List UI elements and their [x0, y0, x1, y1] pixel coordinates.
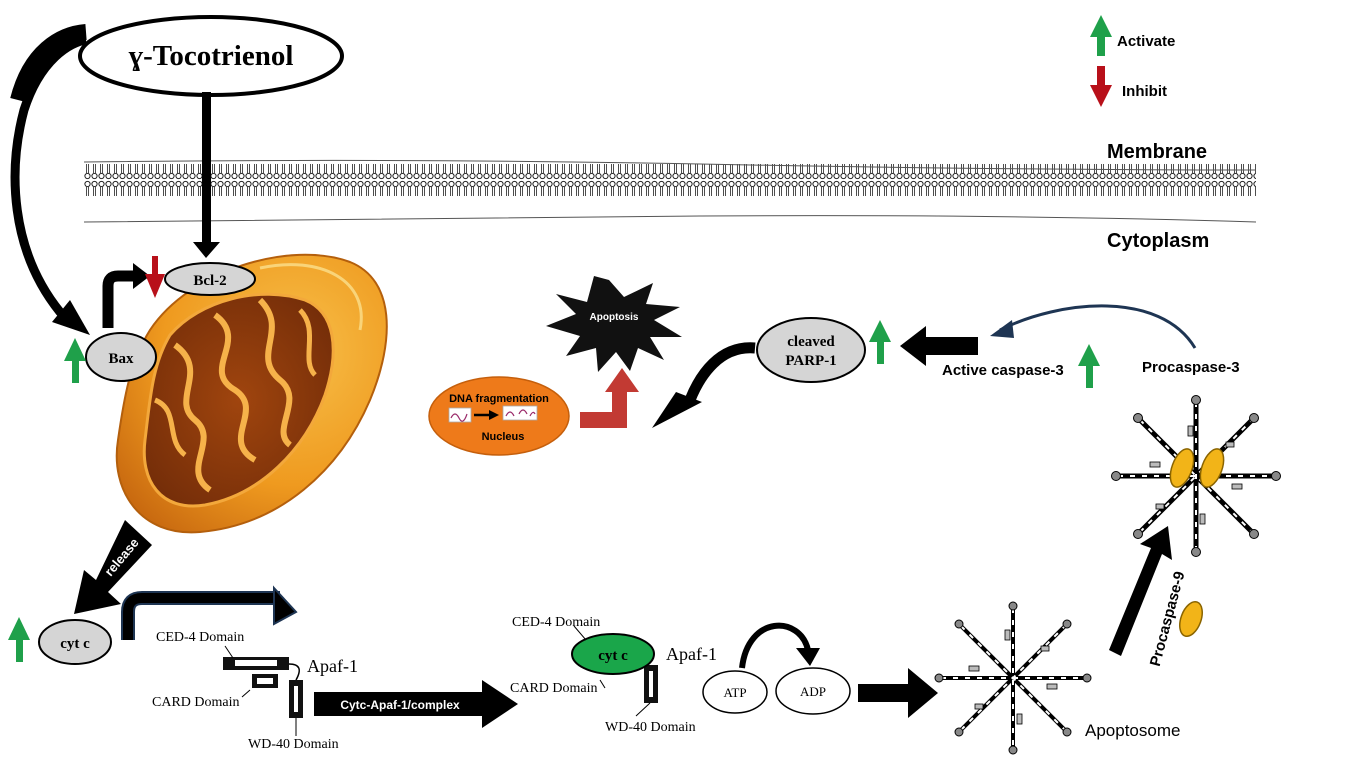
cytoplasm-label: Cytoplasm: [1107, 230, 1209, 252]
card-domain-label: CARD Domain: [152, 695, 240, 710]
dna-fragmentation-label: DNA fragmentation: [449, 393, 549, 405]
atp-node: ATP: [702, 670, 768, 714]
bax-node: Bax: [85, 332, 157, 382]
wd40-domain-label: WD-40 Domain: [248, 737, 339, 752]
procaspase9-molecule-icon: [1179, 600, 1203, 638]
legend-inhibit-icon: [1090, 66, 1112, 107]
atp-label: ATP: [723, 685, 746, 700]
legend-activate-icon: [1090, 15, 1112, 56]
adp-node: ADP: [775, 667, 851, 715]
cell-membrane: [83, 159, 1257, 223]
bax-to-bcl2-arrow: [102, 263, 150, 328]
complex-card-label: CARD Domain: [510, 681, 598, 696]
complex-formation-arrow: Cytc-Apaf-1/complex: [314, 680, 518, 728]
nucleus-node: DNA fragmentation Nucleus: [428, 376, 570, 456]
mitochondrion: [115, 253, 388, 534]
complex-arrow-label: Cytc-Apaf-1/complex: [340, 698, 460, 712]
legend: Activate Inhibit: [1090, 15, 1175, 107]
tocotrienol-to-bax-arrow: [10, 35, 87, 322]
apaf1-structure: Apaf-1 CED-4 Domain CARD Domain WD-40 Do…: [152, 630, 358, 752]
parp-to-nucleus-arrow: [652, 342, 756, 428]
legend-activate-label: Activate: [1117, 33, 1175, 50]
active-caspase3-activate-arrow-icon: [1078, 344, 1100, 388]
cytc-to-apaf-arrow: [121, 585, 298, 640]
to-apoptosome-arrow: [858, 668, 938, 718]
nucleus-to-apoptosis-arrow: [580, 368, 639, 428]
apoptosome-with-caspase9: [1111, 395, 1281, 557]
procaspase3-label: Procaspase-3: [1142, 359, 1240, 376]
complex-cytc-label: cyt c: [598, 648, 628, 664]
ced4-domain-label: CED-4 Domain: [156, 630, 244, 645]
complex-apaf1-label: Apaf-1: [666, 644, 717, 664]
bcl2-label: Bcl-2: [193, 273, 226, 289]
cleaved-parp1-line1: cleaved: [787, 334, 835, 350]
procaspase9-arrow: Procaspase-9: [1109, 526, 1188, 668]
tocotrienol-node: ɣ-Tocotrienol: [78, 15, 344, 97]
complex-wd40-label: WD-40 Domain: [605, 720, 696, 735]
apaf1-label: Apaf-1: [307, 656, 358, 676]
atp-to-adp-arrow: [739, 622, 820, 669]
adp-label: ADP: [800, 684, 826, 699]
apoptosis-burst: Apoptosis: [546, 276, 682, 372]
bax-activate-arrow-icon: [64, 338, 86, 383]
apoptosome-label: Apoptosome: [1085, 721, 1180, 740]
procaspase3-to-active-arrow: [990, 304, 1197, 349]
tocotrienol-to-bcl2-arrow: [193, 92, 220, 258]
cleaved-parp1-line2: PARP-1: [785, 353, 836, 369]
apoptosome-small: [934, 601, 1092, 755]
cytc-node: cyt c: [38, 619, 112, 665]
membrane-label: Membrane: [1107, 141, 1207, 163]
complex-ced4-label: CED-4 Domain: [512, 615, 600, 630]
parp1-activate-arrow-icon: [869, 320, 891, 364]
nucleus-label: Nucleus: [482, 431, 525, 443]
legend-inhibit-label: Inhibit: [1122, 83, 1167, 100]
caspase3-to-parp-arrow: [900, 326, 978, 366]
bax-label: Bax: [108, 351, 134, 367]
cleaved-parp1-node: cleaved PARP-1: [756, 317, 866, 383]
cytc-activate-arrow-icon: [8, 617, 30, 662]
bcl2-inhibit-arrow-icon: [145, 256, 165, 298]
cytc-label: cyt c: [60, 636, 90, 652]
cytc-apaf1-complex: cyt c Apaf-1 CED-4 Domain CARD Domain WD…: [510, 615, 717, 735]
tocotrienol-label: ɣ-Tocotrienol: [129, 40, 294, 72]
bcl2-node: Bcl-2: [164, 262, 256, 296]
apoptosis-label: Apoptosis: [590, 312, 639, 323]
active-caspase3-label: Active caspase-3: [942, 362, 1064, 379]
